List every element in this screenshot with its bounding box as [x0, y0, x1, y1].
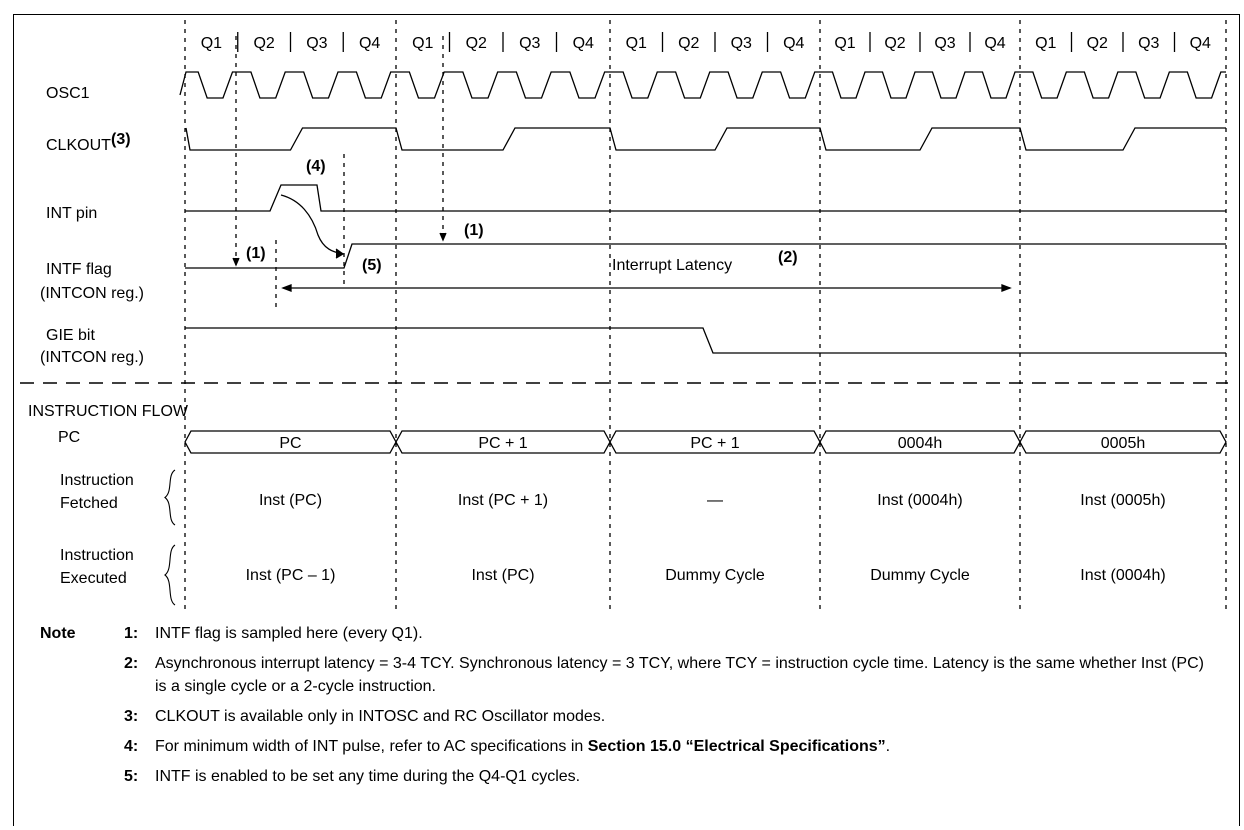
phase-label: Q2	[253, 35, 274, 52]
pc-value: 0005h	[1101, 435, 1146, 452]
executed-instruction: Dummy Cycle	[665, 567, 765, 584]
clkout-waveform	[185, 127, 1226, 151]
pc-bus-segment	[1019, 430, 1227, 454]
intf-flag-label: INTF flag	[46, 261, 112, 278]
instruction-flow-title: INSTRUCTION FLOW	[28, 403, 189, 420]
phase-label: Q4	[984, 35, 1005, 52]
brace-1	[164, 544, 176, 606]
latency-arrowhead-right	[1001, 284, 1012, 292]
osc1-label: OSC1	[46, 85, 90, 102]
phase-label: Q3	[519, 35, 540, 52]
signal-waveforms	[179, 71, 1226, 354]
pc-value: PC + 1	[690, 435, 739, 452]
figure-frame	[13, 14, 1240, 826]
phase-label: Q4	[1190, 35, 1211, 52]
fetched-instruction: —	[707, 492, 723, 509]
phase-label: Q2	[466, 35, 487, 52]
gie-register-label: (INTCON reg.)	[40, 349, 144, 366]
sample-arrowhead-0	[232, 257, 240, 267]
phase-label: Q3	[731, 35, 752, 52]
fetched-instruction: Inst (0005h)	[1080, 492, 1165, 509]
int-edge-arrowhead	[335, 248, 345, 259]
latency-arrowhead-left	[281, 284, 292, 292]
phase-label: Q3	[934, 35, 955, 52]
flow-labels: INSTRUCTION FLOW PC Instruction Fetched …	[28, 403, 189, 587]
fetched-instruction: Inst (PC)	[259, 492, 322, 509]
flow-cells: PC Inst (PC) Inst (PC – 1) PC + 1 Inst (PC +…	[164, 435, 1166, 606]
intf-flag-waveform	[185, 243, 1226, 269]
executed-label-line2: Executed	[60, 570, 127, 587]
phase-label: Q2	[678, 35, 699, 52]
phase-label: Q3	[1138, 35, 1159, 52]
pc-value: PC + 1	[478, 435, 527, 452]
phase-label: Q2	[884, 35, 905, 52]
phase-label: Q4	[573, 35, 594, 52]
int-edge-arrow	[280, 194, 343, 255]
clkout-label: CLKOUT	[46, 137, 111, 154]
executed-instruction: Inst (PC – 1)	[246, 567, 336, 584]
executed-instruction: Inst (0004h)	[1080, 567, 1165, 584]
pc-bus	[184, 430, 1227, 454]
gie-bit-waveform	[185, 327, 1226, 354]
fetched-label-line1: Instruction	[60, 472, 134, 489]
marker-1-second: (1)	[464, 222, 484, 239]
gie-bit-label: GIE bit	[46, 327, 95, 344]
clkout-note-ref: (3)	[111, 131, 131, 148]
int-pin-label: INT pin	[46, 205, 97, 222]
phase-label: Q1	[412, 35, 433, 52]
phase-label: Q4	[783, 35, 804, 52]
pc-value: 0004h	[898, 435, 943, 452]
marker-5: (5)	[362, 257, 382, 274]
marker-1-first: (1)	[246, 245, 266, 262]
phase-label: Q1	[201, 35, 222, 52]
phase-label: Q1	[834, 35, 855, 52]
executed-label-line1: Instruction	[60, 547, 134, 564]
phase-labels: Q1 Q2 Q3 Q4 Q1 Q2 Q3 Q4 Q1 Q2 Q3 Q4 Q1 Q2 Q3 Q4 Q1 Q2 Q3 Q4	[201, 35, 1211, 52]
int-pin-waveform	[185, 184, 1226, 212]
executed-instruction: Inst (PC)	[471, 567, 534, 584]
marker-4: (4)	[306, 158, 326, 175]
phase-label: Q1	[626, 35, 647, 52]
signal-labels: OSC1 CLKOUT (3) INT pin INTF flag (INTCO…	[40, 85, 144, 366]
fetched-label-line2: Fetched	[60, 495, 118, 512]
phase-label: Q2	[1087, 35, 1108, 52]
phase-label: Q1	[1035, 35, 1056, 52]
pc-label: PC	[58, 429, 80, 446]
osc1-waveform	[179, 71, 1226, 99]
pc-value: PC	[279, 435, 301, 452]
brace-0	[164, 469, 176, 526]
cycle-grid	[184, 20, 1227, 612]
phase-label: Q3	[306, 35, 327, 52]
annotations: (4) (1) (1) (5) Interrupt Latency (2)	[246, 158, 798, 274]
phase-label: Q4	[359, 35, 380, 52]
sample-arrowhead-1	[439, 232, 447, 242]
executed-instruction: Dummy Cycle	[870, 567, 970, 584]
latency-label: Interrupt Latency	[612, 257, 732, 274]
marker-2: (2)	[778, 249, 798, 266]
fetched-instruction: Inst (PC + 1)	[458, 492, 548, 509]
intf-register-label: (INTCON reg.)	[40, 285, 144, 302]
fetched-instruction: Inst (0004h)	[877, 492, 962, 509]
